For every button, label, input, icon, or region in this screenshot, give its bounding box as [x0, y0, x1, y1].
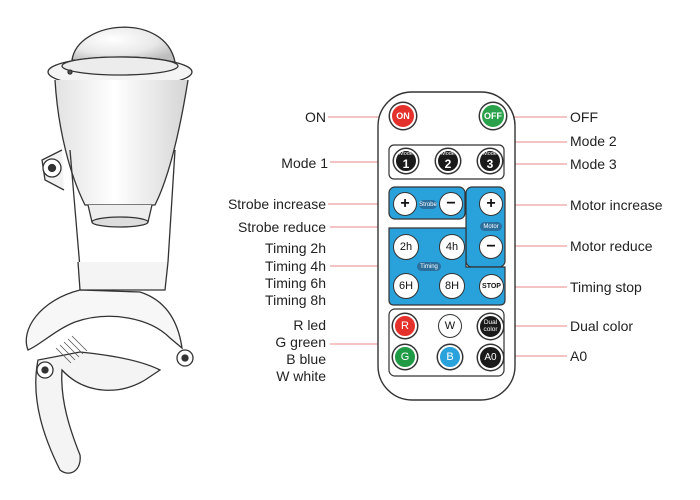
- mode-1-number: 1: [402, 156, 410, 171]
- label-w-white: W white: [276, 368, 326, 384]
- motor-reduce-button[interactable]: −: [479, 235, 503, 259]
- mode-3-word: Mode: [483, 151, 497, 158]
- timing-4h-label: 4h: [445, 241, 459, 253]
- white-led-label: W: [444, 320, 456, 332]
- mode-2-word: Mode: [441, 151, 455, 158]
- mode-1-word: Mode: [399, 151, 413, 158]
- label-g-green: G green: [275, 334, 326, 350]
- label-timing-4h: Timing 4h: [265, 258, 326, 274]
- label-mode-3: Mode 3: [570, 156, 617, 172]
- label-b-blue: B blue: [286, 351, 326, 367]
- label-strobe-reduce: Strobe reduce: [238, 219, 326, 235]
- green-led-label: G: [400, 351, 410, 363]
- strobe-reduce-button[interactable]: −: [439, 192, 463, 216]
- timing-4h-button[interactable]: 4h: [439, 234, 465, 260]
- blue-led-label: B: [446, 351, 454, 363]
- blue-led-button[interactable]: B: [438, 345, 462, 369]
- timing-2h-button[interactable]: 2h: [393, 234, 419, 260]
- red-led-button[interactable]: R: [393, 314, 417, 338]
- label-motor-reduce: Motor reduce: [570, 238, 653, 254]
- white-led-button[interactable]: W: [438, 314, 462, 338]
- timing-stop-label: STOP: [482, 283, 501, 290]
- off-button-label: OFF: [484, 111, 502, 121]
- off-button[interactable]: OFF: [480, 103, 506, 129]
- motor-pill: Motor: [480, 222, 502, 231]
- timing-6h-button[interactable]: 6H: [393, 273, 419, 299]
- timing-pill: Timing: [417, 262, 441, 271]
- label-timing-2h: Timing 2h: [265, 240, 326, 256]
- mode-2-number: 2: [444, 156, 452, 171]
- motor-increase-button[interactable]: +: [479, 192, 503, 216]
- plus-icon: +: [400, 195, 410, 212]
- timing-2h-label: 2h: [399, 241, 413, 253]
- label-a0: A0: [570, 348, 588, 364]
- label-strobe-increase: Strobe increase: [227, 196, 326, 212]
- label-mode-2: Mode 2: [570, 133, 617, 149]
- dual-label: Dual: [483, 319, 498, 326]
- red-led-label: R: [401, 320, 409, 332]
- plus-icon: +: [486, 195, 496, 212]
- label-motor-increase: Motor increase: [570, 197, 663, 213]
- timing-6h-label: 6H: [398, 280, 414, 292]
- label-timing-6h: Timing 6h: [265, 275, 326, 291]
- label-dual-color: Dual color: [570, 318, 634, 334]
- label-off: OFF: [570, 109, 598, 125]
- timing-stop-button[interactable]: STOP: [479, 274, 504, 299]
- label-timing-8h: Timing 8h: [265, 292, 326, 308]
- a0-button[interactable]: A0: [478, 345, 503, 370]
- minus-icon: −: [446, 195, 456, 212]
- label-timing-stop: Timing stop: [570, 279, 642, 295]
- label-on: ON: [305, 109, 326, 125]
- green-led-button[interactable]: G: [393, 345, 417, 369]
- a0-label: A0: [484, 352, 497, 363]
- strobe-pill: Strobe: [419, 200, 437, 209]
- minus-icon: −: [486, 238, 496, 255]
- label-mode-1: Mode 1: [281, 155, 328, 171]
- on-button[interactable]: ON: [390, 103, 416, 129]
- on-button-label: ON: [396, 111, 410, 121]
- strobe-increase-button[interactable]: +: [393, 192, 417, 216]
- mode-3-number: 3: [486, 156, 494, 171]
- label-r-led: R led: [293, 317, 326, 333]
- timing-8h-label: 8H: [444, 280, 460, 292]
- color-label: color: [483, 325, 498, 333]
- timing-8h-button[interactable]: 8H: [439, 273, 465, 299]
